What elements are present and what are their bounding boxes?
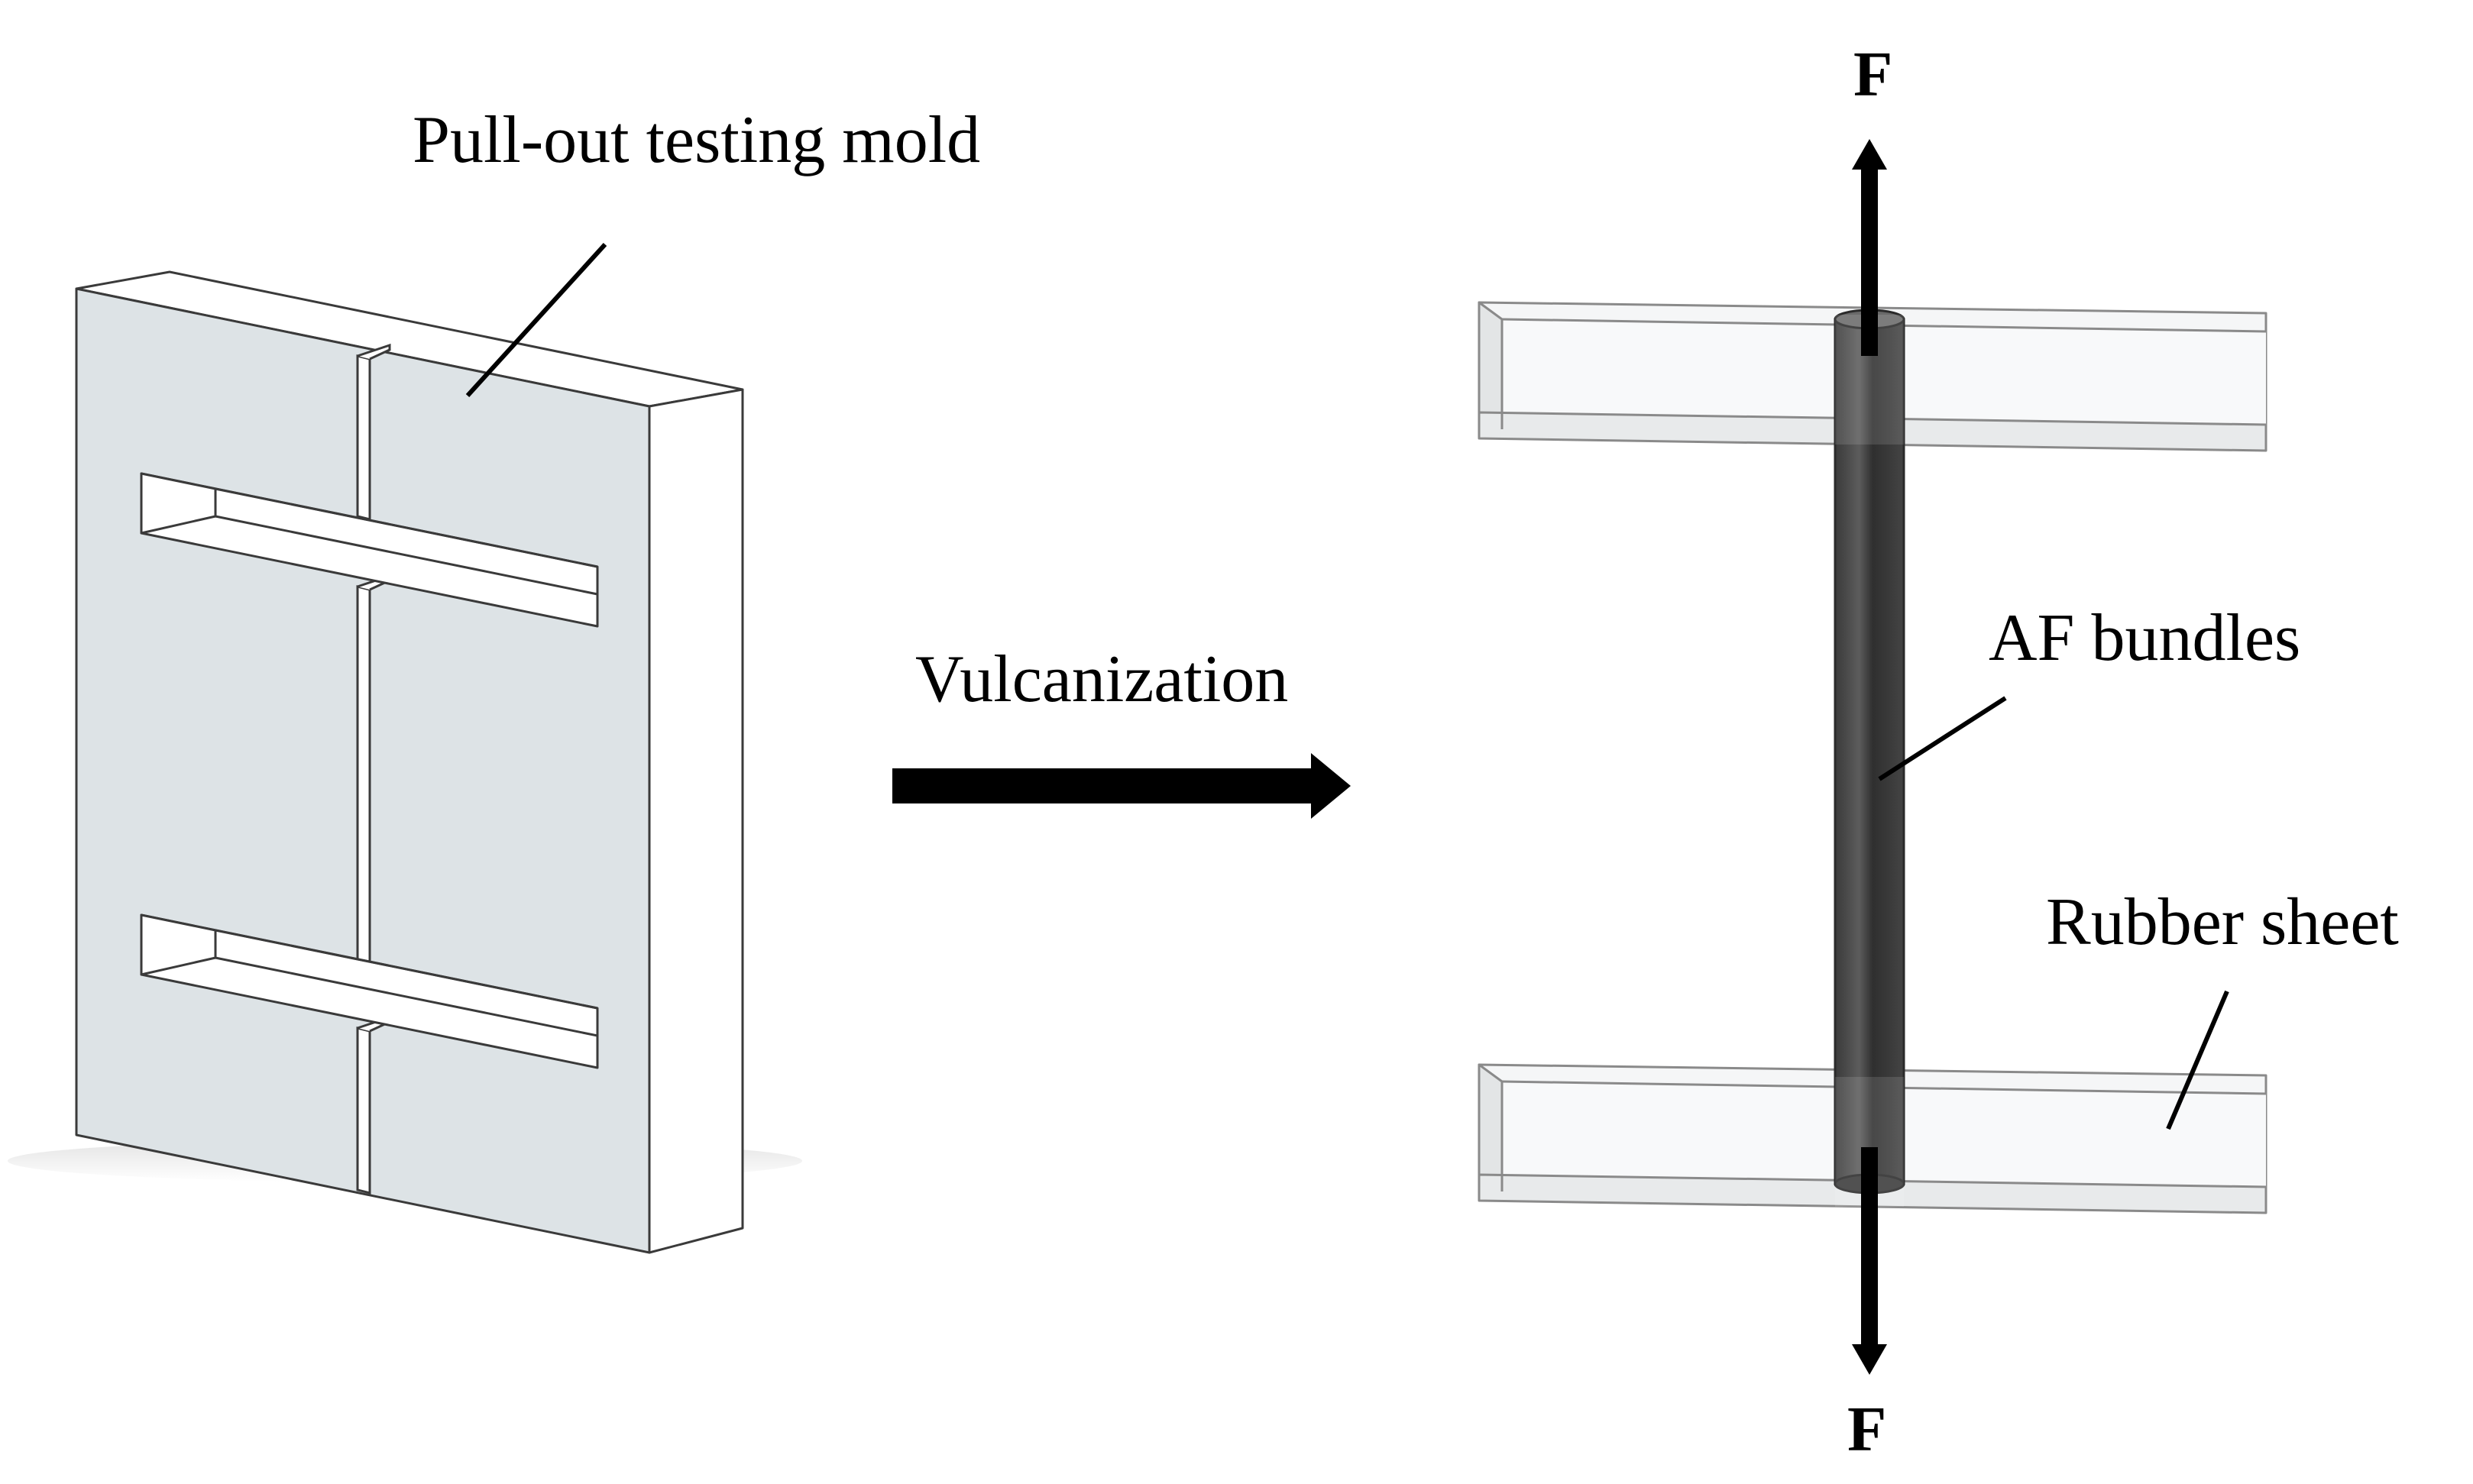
force-arrow-bottom [1852,1147,1887,1375]
mold-label: Pull-out testing mold [413,103,981,177]
mold-center-groove [356,343,391,1195]
vulcanization-arrow [892,753,1351,819]
af-bundles-leader-line [1878,696,2007,781]
pull-out-testing-mold [8,242,802,1254]
mold-upper-cavity [140,472,599,628]
force-top-label: F [1853,39,1893,110]
vulcanization-label: Vulcanization [915,642,1289,716]
rubber-sheet-label: Rubber sheet [2046,885,2399,959]
pull-out-specimen [1478,139,2267,1375]
mold-leader-line [465,242,607,398]
force-bottom-label: F [1847,1394,1887,1465]
mold-side-face [648,388,744,1254]
rubber-sheet-leader-line [2166,990,2229,1130]
af-bundles-label: AF bundles [1989,601,2301,675]
force-arrow-top [1852,139,1887,356]
mold-lower-cavity [140,913,599,1069]
af-bundle-rod [1834,309,1905,1207]
